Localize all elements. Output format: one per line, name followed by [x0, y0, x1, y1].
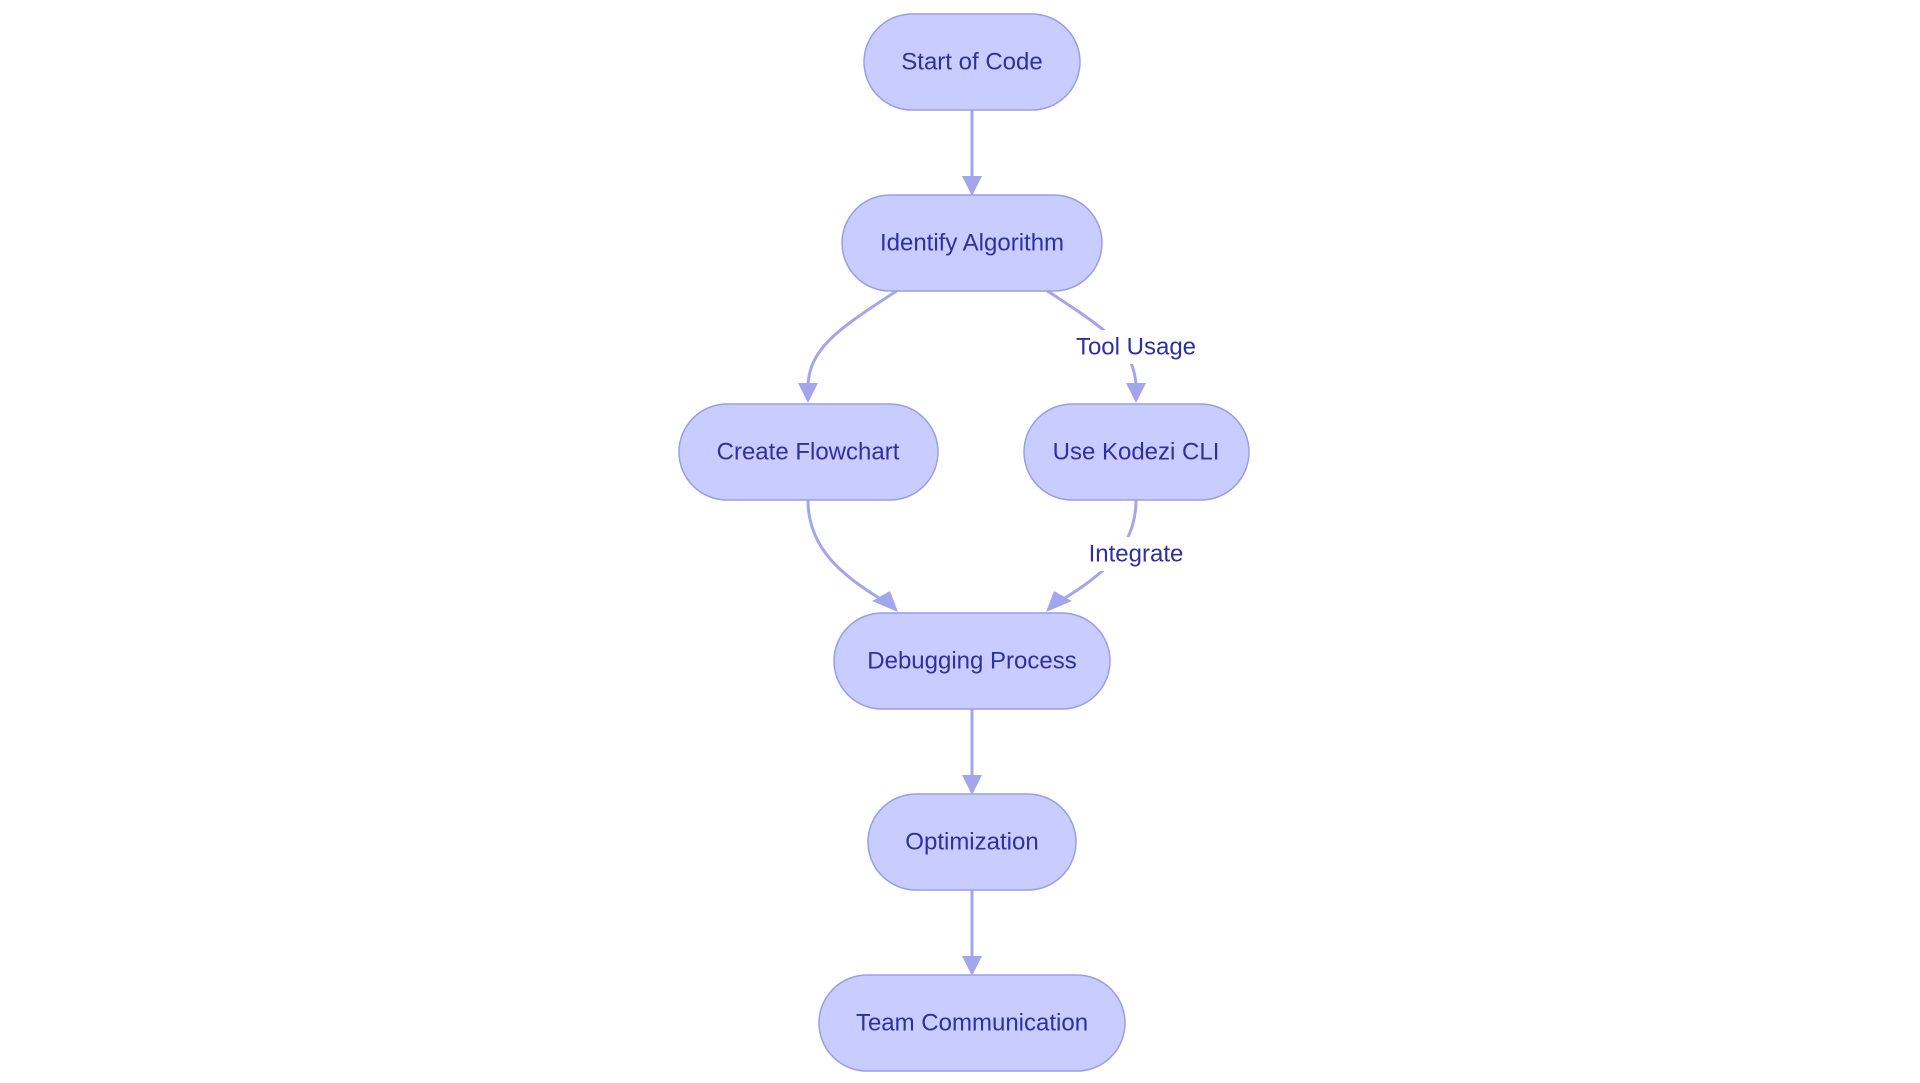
node-label: Use Kodezi CLI [1053, 439, 1220, 466]
node-identify-algorithm[interactable]: Identify Algorithm [841, 194, 1103, 292]
node-label: Optimization [905, 829, 1038, 856]
node-optimization[interactable]: Optimization [867, 793, 1077, 891]
edge-debugging-optimization [962, 708, 982, 795]
edges: Tool Usage Integrate [798, 110, 1200, 976]
edge-label-integrate: Integrate [1089, 541, 1184, 568]
node-shape [867, 793, 1077, 891]
node-start-of-code[interactable]: Start of Code [863, 13, 1081, 111]
node-label: Debugging Process [867, 648, 1076, 675]
node-shape [841, 194, 1103, 292]
arrow-head [962, 956, 982, 976]
arrow-head [1046, 591, 1072, 612]
arrow-head [872, 591, 898, 612]
node-use-kodezi-cli[interactable]: Use Kodezi CLI [1023, 403, 1250, 501]
edge-line [806, 288, 899, 389]
node-shape [1023, 403, 1250, 501]
arrow-head [962, 775, 982, 795]
node-team-communication[interactable]: Team Communication [818, 974, 1126, 1072]
arrow-head [962, 176, 982, 196]
edge-label-tool-usage: Tool Usage [1076, 334, 1196, 361]
node-debugging-process[interactable]: Debugging Process [833, 612, 1111, 710]
node-shape [863, 13, 1081, 111]
edge-label-background [1072, 330, 1200, 364]
node-label: Start of Code [901, 49, 1042, 76]
edge-identify-flowchart [798, 288, 899, 403]
node-shape [818, 974, 1126, 1072]
nodes: Start of Code Identify Algorithm Create … [678, 13, 1250, 1072]
node-label: Identify Algorithm [880, 230, 1064, 257]
edge-label-background [1080, 537, 1192, 571]
node-shape [678, 403, 939, 501]
edge-line [806, 499, 885, 603]
node-shape [833, 612, 1111, 710]
node-label: Team Communication [856, 1010, 1088, 1037]
edge-identify-kodezi: Tool Usage [1045, 288, 1200, 403]
arrow-head [798, 383, 818, 403]
edge-flowchart-debugging [806, 499, 898, 612]
edge-start-identify [962, 110, 982, 196]
node-create-flowchart[interactable]: Create Flowchart [678, 403, 939, 501]
edge-kodezi-debugging: Integrate [1046, 499, 1192, 612]
node-label: Create Flowchart [717, 439, 900, 466]
edge-optimization-team [962, 889, 982, 976]
arrow-head [1126, 383, 1146, 403]
